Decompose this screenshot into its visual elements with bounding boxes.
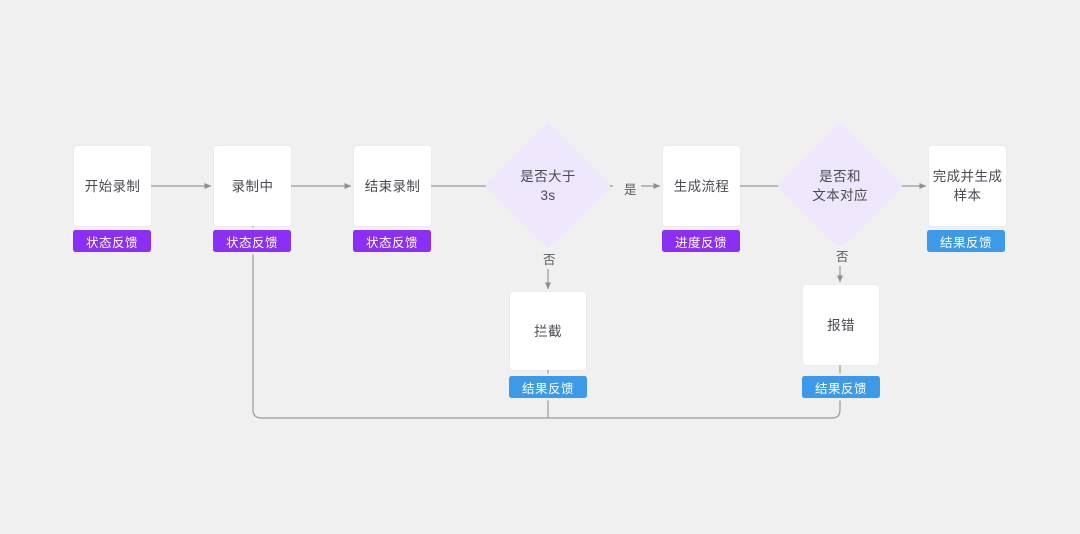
edge-label-no-3s: 否 xyxy=(539,248,560,269)
badge-label: 状态反馈 xyxy=(365,235,418,250)
node-label: 是否大于 3s xyxy=(520,169,576,203)
badge-status-feedback-stop[interactable]: 状态反馈 xyxy=(353,230,431,252)
node-decision-longer-than-3s[interactable]: 是否大于 3s xyxy=(484,122,612,250)
node-label: 拦截 xyxy=(534,323,562,339)
badge-result-feedback-error[interactable]: 结果反馈 xyxy=(802,376,880,398)
node-generate-flow[interactable]: 生成流程 xyxy=(663,146,740,226)
node-error[interactable]: 报错 xyxy=(803,285,879,365)
badge-status-feedback-recording[interactable]: 状态反馈 xyxy=(213,230,291,252)
node-label: 结束录制 xyxy=(364,178,421,194)
node-label: 开始录制 xyxy=(84,178,141,194)
badge-progress-feedback-generate[interactable]: 进度反馈 xyxy=(662,230,740,252)
node-block[interactable]: 拦截 xyxy=(510,292,586,370)
badge-status-feedback-start[interactable]: 状态反馈 xyxy=(73,230,151,252)
badge-label: 进度反馈 xyxy=(674,235,727,250)
node-decision-matches-text[interactable]: 是否和 文本对应 xyxy=(776,122,904,250)
badge-label: 状态反馈 xyxy=(225,235,278,250)
node-stop-recording[interactable]: 结束录制 xyxy=(354,146,431,226)
edge-loop-riser xyxy=(252,240,263,419)
badge-label: 结果反馈 xyxy=(521,381,574,396)
badge-label: 结果反馈 xyxy=(939,235,992,250)
badge-result-feedback-finish[interactable]: 结果反馈 xyxy=(927,230,1005,252)
node-label: 录制中 xyxy=(231,178,274,194)
edge-error-loop xyxy=(262,398,841,419)
edge-label-yes-3s: 是 xyxy=(620,178,641,199)
badge-label: 状态反馈 xyxy=(85,235,138,250)
node-recording[interactable]: 录制中 xyxy=(214,146,291,226)
node-finish-generate-sample[interactable]: 完成并生成 样本 xyxy=(929,146,1006,226)
node-label: 生成流程 xyxy=(673,178,730,194)
node-label: 完成并生成 样本 xyxy=(932,169,1003,203)
node-start-recording[interactable]: 开始录制 xyxy=(74,146,151,226)
node-label: 报错 xyxy=(827,317,855,333)
edge-label-no-match-text: 否 xyxy=(832,245,853,266)
badge-result-feedback-block[interactable]: 结果反馈 xyxy=(509,376,587,398)
badge-label: 结果反馈 xyxy=(814,381,867,396)
node-label: 是否和 文本对应 xyxy=(812,169,868,203)
